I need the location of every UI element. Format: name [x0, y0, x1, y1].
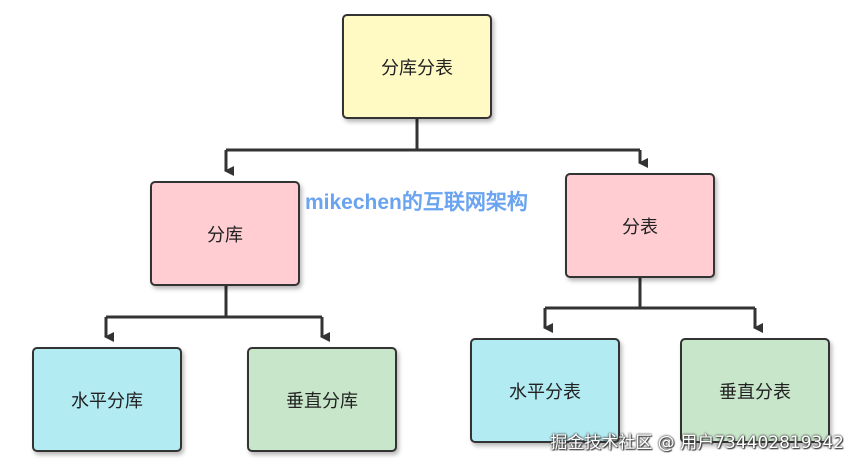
- credit-watermark: 掘金技术社区 @ 用户734402819342: [550, 433, 844, 453]
- node-vertical-table: 垂直分表: [680, 338, 830, 443]
- node-vertical-table-label: 垂直分表: [719, 381, 791, 403]
- node-sharding-label: 分库分表: [381, 57, 453, 79]
- node-horizontal-database-label: 水平分库: [71, 390, 143, 412]
- node-horizontal-table: 水平分表: [470, 338, 620, 443]
- node-vertical-database-label: 垂直分库: [286, 390, 358, 412]
- node-table-split: 分表: [565, 173, 715, 278]
- node-vertical-database: 垂直分库: [247, 347, 397, 452]
- node-database-split-label: 分库: [207, 224, 243, 246]
- node-sharding: 分库分表: [342, 14, 492, 119]
- node-database-split: 分库: [150, 181, 300, 286]
- node-table-split-label: 分表: [622, 216, 658, 238]
- watermark-text: mikechen的互联网架构: [305, 191, 528, 214]
- node-horizontal-database: 水平分库: [32, 347, 182, 452]
- node-horizontal-table-label: 水平分表: [509, 381, 581, 403]
